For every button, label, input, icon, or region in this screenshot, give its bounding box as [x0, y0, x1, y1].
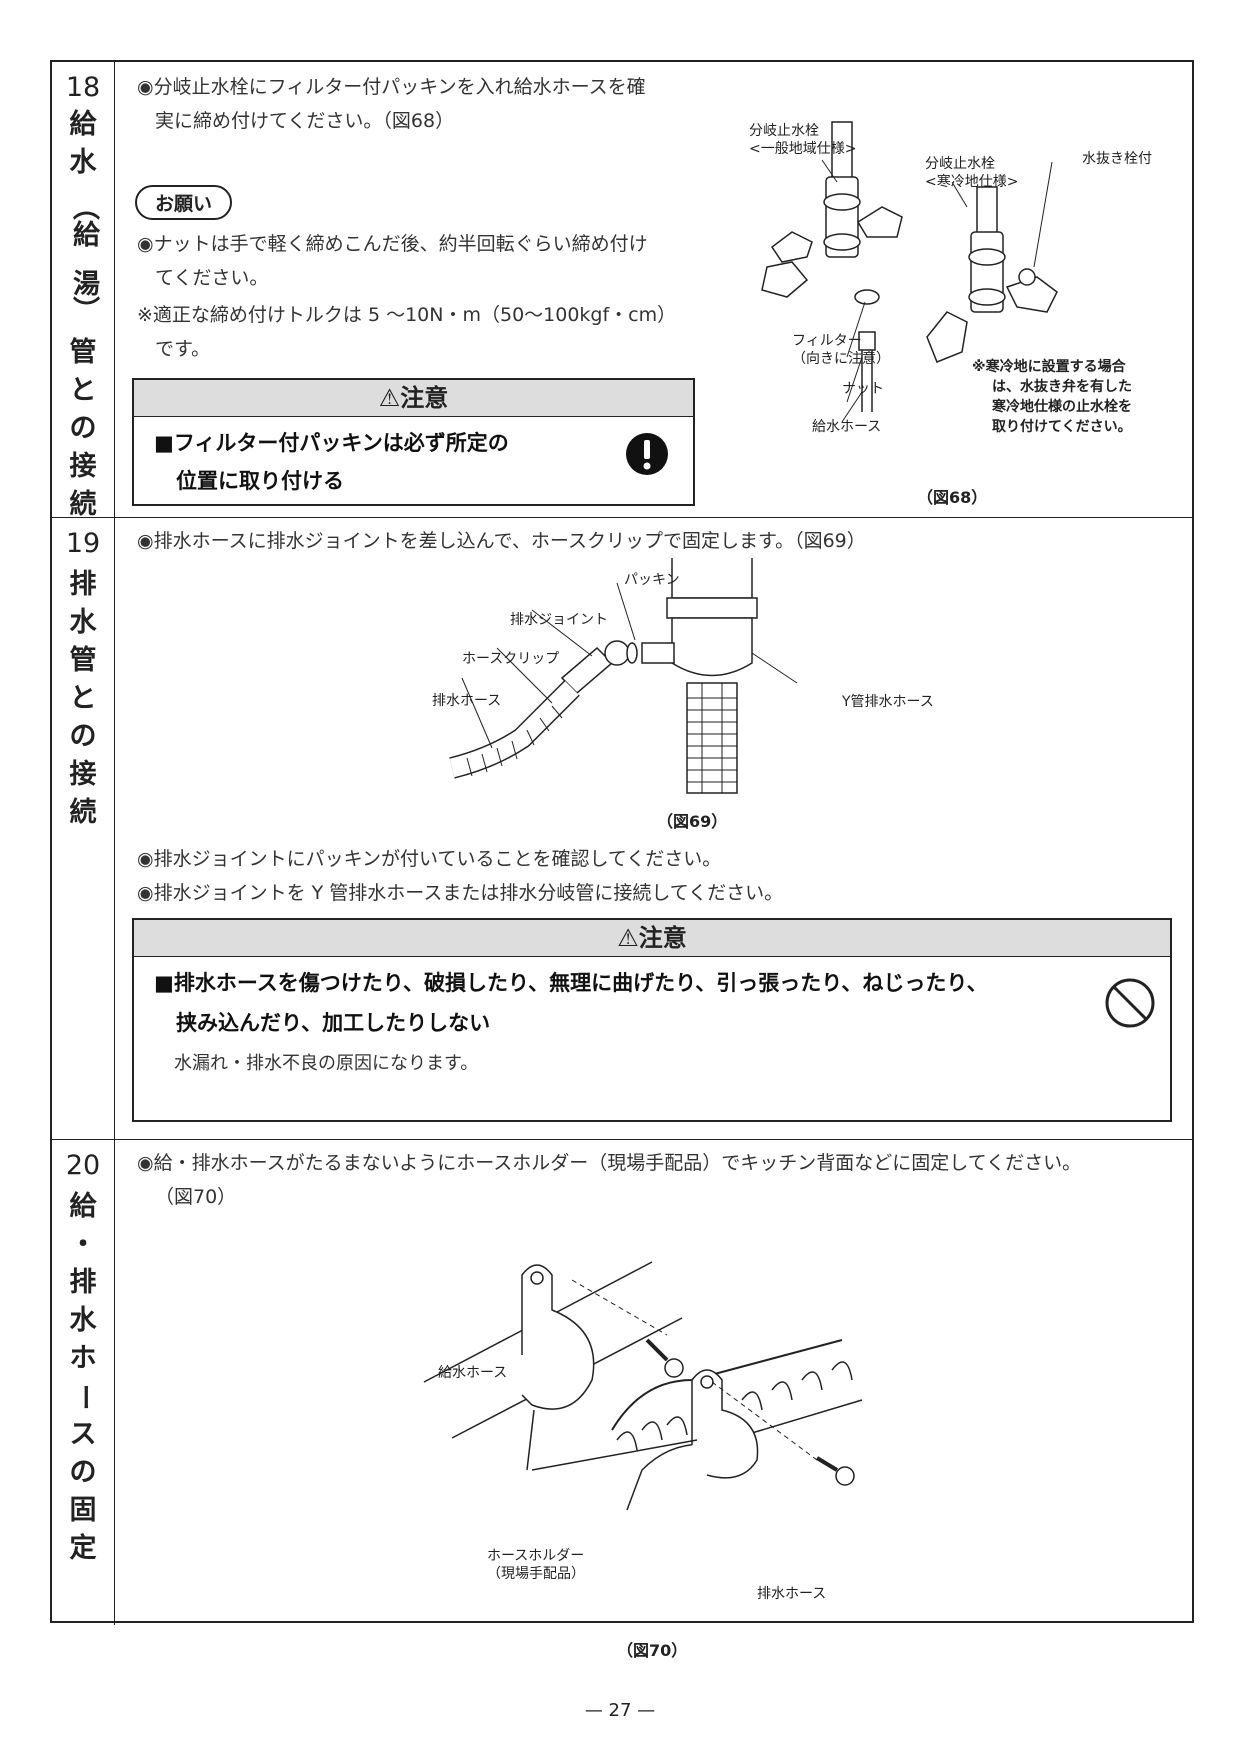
step-title-char: と: [69, 375, 97, 406]
step-title-char: 水: [69, 1305, 97, 1336]
figure-label: 分岐止水栓: [925, 156, 995, 172]
step-title: 給 ・ 排 水 ホ ー ス の 固 定: [52, 1188, 114, 1568]
figure-note: 寒冷地仕様の止水栓を: [992, 399, 1132, 415]
step-title-char: ー: [68, 1383, 99, 1411]
exclamation-icon: [626, 433, 668, 475]
instruction-line: ◉分岐止水栓にフィルター付パッキンを入れ給水ホースを確: [137, 76, 646, 98]
figure-note: は、水抜き弁を有した: [992, 379, 1132, 395]
step-title-char: 給: [69, 1191, 97, 1222]
step-title-char: 給: [69, 109, 97, 140]
step-title-char: 続: [69, 797, 97, 828]
figure-label: 給水ホース: [438, 1365, 508, 1381]
figure-label: 排水ホース: [757, 1586, 827, 1602]
step-title: 排 水 管 と の 接 続: [52, 566, 114, 832]
caution-box: ⚠注意 ■フィルター付パッキンは必ず所定の 位置に取り付ける: [132, 378, 695, 506]
instruction-line: 実に締め付けてください。（図68）: [155, 110, 455, 132]
caution-text: ■フィルター付パッキンは必ず所定の: [154, 431, 509, 455]
instruction-line: （図70）: [155, 1186, 237, 1208]
prohibition-icon: [1105, 978, 1155, 1028]
note-badge: お願い: [135, 185, 233, 220]
figure-label: 分岐止水栓: [749, 123, 819, 139]
step-title-char: ス: [69, 1419, 97, 1450]
figure-label: ホースクリップ: [462, 651, 560, 667]
step-title-char: 定: [69, 1533, 97, 1564]
step-19-row: 19 排 水 管 と の 接 続 ◉排水ホースに排水ジョイントを差し込んで、ホー…: [52, 518, 1192, 1140]
step-title-char: 接: [69, 759, 97, 790]
figure-label: <一般地域仕様>: [749, 141, 857, 157]
figure-label: Y管排水ホース: [842, 694, 934, 710]
step-title-char: 湯）: [68, 269, 99, 323]
caution-text: ■排水ホースを傷つけたり、破損したり、無理に曲げたり、引っ張ったり、ねじったり、: [154, 971, 988, 995]
figure-label: ナット: [842, 381, 884, 397]
step-title-char: 排: [69, 569, 97, 600]
figure-label: フィルター: [792, 333, 862, 349]
instruction-line: ◉排水ホースに排水ジョイントを差し込んで、ホースクリップで固定します。（図69）: [137, 530, 866, 552]
step-title: 給 水 （給 湯） 管 と の 接 続: [52, 106, 114, 524]
step-20-row: 20 給 ・ 排 水 ホ ー ス の 固 定 ◉給・排水ホースがたるまないように…: [52, 1140, 1192, 1660]
figure-70-illustration: [423, 1261, 863, 1511]
step-title-char: 接: [69, 451, 97, 482]
figure-label: （現場手配品）: [487, 1566, 585, 1582]
step-20-header: 20 給 ・ 排 水 ホ ー ス の 固 定: [52, 1140, 115, 1625]
figure-68-illustration: [761, 121, 1058, 423]
caution-text: 位置に取り付ける: [176, 469, 344, 493]
figure-label: ホースホルダー: [487, 1548, 585, 1564]
figure-label: 給水ホース: [812, 419, 882, 435]
figure-label: 排水ジョイント: [510, 612, 608, 628]
figure-caption: （図70）: [617, 1641, 688, 1660]
step-18-row: 18 給 水 （給 湯） 管 と の 接 続 ◉分岐止水栓にフィルター付パッキン…: [52, 62, 1192, 520]
step-number: 20: [65, 1150, 101, 1181]
step-18-header: 18 給 水 （給 湯） 管 と の 接 続: [52, 62, 115, 520]
caution-box: ⚠注意 ■排水ホースを傷つけたり、破損したり、無理に曲げたり、引っ張ったり、ねじ…: [132, 918, 1172, 1122]
figure-label: パッキン: [624, 572, 680, 588]
step-title-char: （給: [68, 193, 99, 247]
caution-subtext: 水漏れ・排水不良の原因になります。: [174, 1053, 479, 1074]
step-19-header: 19 排 水 管 と の 接 続: [52, 518, 115, 1139]
figure-note: ※寒冷地に設置する場合: [972, 359, 1126, 375]
page-number: — 27 —: [584, 1700, 656, 1721]
step-number: 19: [65, 528, 101, 559]
note-line: ※適正な締め付けトルクは 5 〜10N・m（50〜100kgf・cm）: [137, 304, 677, 326]
step-title-char: 管: [69, 645, 97, 676]
step-title-char: ・: [69, 1229, 97, 1260]
instruction-table: 18 給 水 （給 湯） 管 と の 接 続 ◉分岐止水栓にフィルター付パッキン…: [50, 60, 1194, 1660]
check-line: ◉排水ジョイントにパッキンが付いていることを確認してください。: [137, 848, 722, 870]
note-line: てください。: [155, 267, 269, 289]
step-title-char: の: [69, 721, 97, 752]
caution-text: 挟み込んだり、加工したりしない: [176, 1011, 491, 1035]
step-title-char: ホ: [69, 1343, 97, 1374]
note-line: ◉ナットは手で軽く締めこんだ後、約半回転ぐらい締め付け: [137, 233, 648, 255]
figure-69-illustration: [449, 558, 798, 794]
figure-caption: （図69）: [657, 812, 728, 831]
figure-label: 排水ホース: [432, 693, 502, 709]
instruction-line: ◉給・排水ホースがたるまないようにホースホルダー（現場手配品）でキッチン背面など…: [137, 1152, 1082, 1174]
step-title-char: 管: [69, 337, 97, 368]
caution-header: ⚠注意: [134, 920, 1170, 957]
step-title-char: の: [69, 413, 97, 444]
figure-label: <寒冷地仕様>: [925, 174, 1019, 190]
caution-header: ⚠注意: [134, 380, 693, 417]
note-line: です。: [155, 338, 211, 360]
step-title-char: の: [69, 1457, 97, 1488]
step-number: 18: [65, 72, 101, 103]
step-title-char: 水: [69, 607, 97, 638]
step-title-char: と: [69, 683, 97, 714]
figure-caption: （図68）: [917, 488, 988, 507]
step-title-char: 固: [69, 1495, 97, 1526]
figure-note: 取り付けてください。: [992, 419, 1132, 435]
step-title-char: 水: [69, 147, 97, 178]
figure-label: 水抜き栓付: [1082, 151, 1152, 167]
step-title-char: 続: [69, 489, 97, 520]
figure-label: （向きに注意）: [792, 351, 890, 367]
check-line: ◉排水ジョイントを Y 管排水ホースまたは排水分岐管に接続してください。: [137, 882, 784, 904]
step-title-char: 排: [69, 1267, 97, 1298]
